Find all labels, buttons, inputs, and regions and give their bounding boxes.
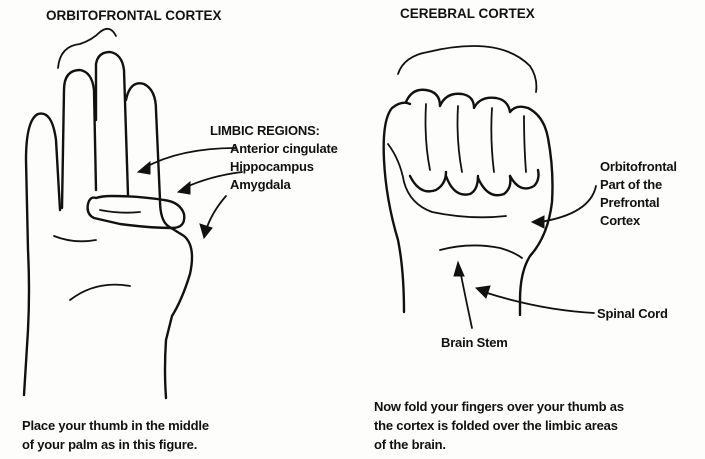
limbic-arrows bbox=[138, 148, 242, 238]
limbic-item-hippocampus: Hippocampus bbox=[230, 159, 314, 174]
limbic-regions-heading: LIMBIC REGIONS: bbox=[210, 123, 320, 138]
brain-stem-label: Brain Stem bbox=[441, 335, 508, 350]
right-caption-line-2: the cortex is folded over the limbic are… bbox=[374, 416, 618, 435]
right-caption-line-1: Now fold your fingers over your thumb as bbox=[374, 397, 624, 416]
orbitofrontal-label-line-2: Part of the bbox=[600, 177, 662, 192]
left-caption-line-1: Place your thumb in the middle bbox=[22, 416, 209, 435]
orbitofrontal-label-line-3: Prefrontal bbox=[600, 195, 659, 210]
right-figure-title: CEREBRAL CORTEX bbox=[400, 6, 535, 21]
spinal-cord-label: Spinal Cord bbox=[597, 306, 668, 321]
fist-arrows bbox=[454, 186, 596, 328]
orbitofrontal-label-line-1: Orbitofrontal bbox=[600, 159, 677, 174]
orbitofrontal-label-line-4: Cortex bbox=[600, 213, 640, 228]
right-caption-line-3: of the brain. bbox=[374, 435, 446, 454]
left-caption-line-2: of your palm as in this figure. bbox=[22, 435, 197, 454]
limbic-item-anterior-cingulate: Anterior cingulate bbox=[230, 141, 338, 156]
fist-drawing bbox=[384, 46, 553, 315]
open-hand-drawing bbox=[24, 29, 192, 398]
left-figure-title: ORBITOFRONTAL CORTEX bbox=[46, 8, 222, 23]
limbic-item-amygdala: Amygdala bbox=[230, 177, 291, 192]
